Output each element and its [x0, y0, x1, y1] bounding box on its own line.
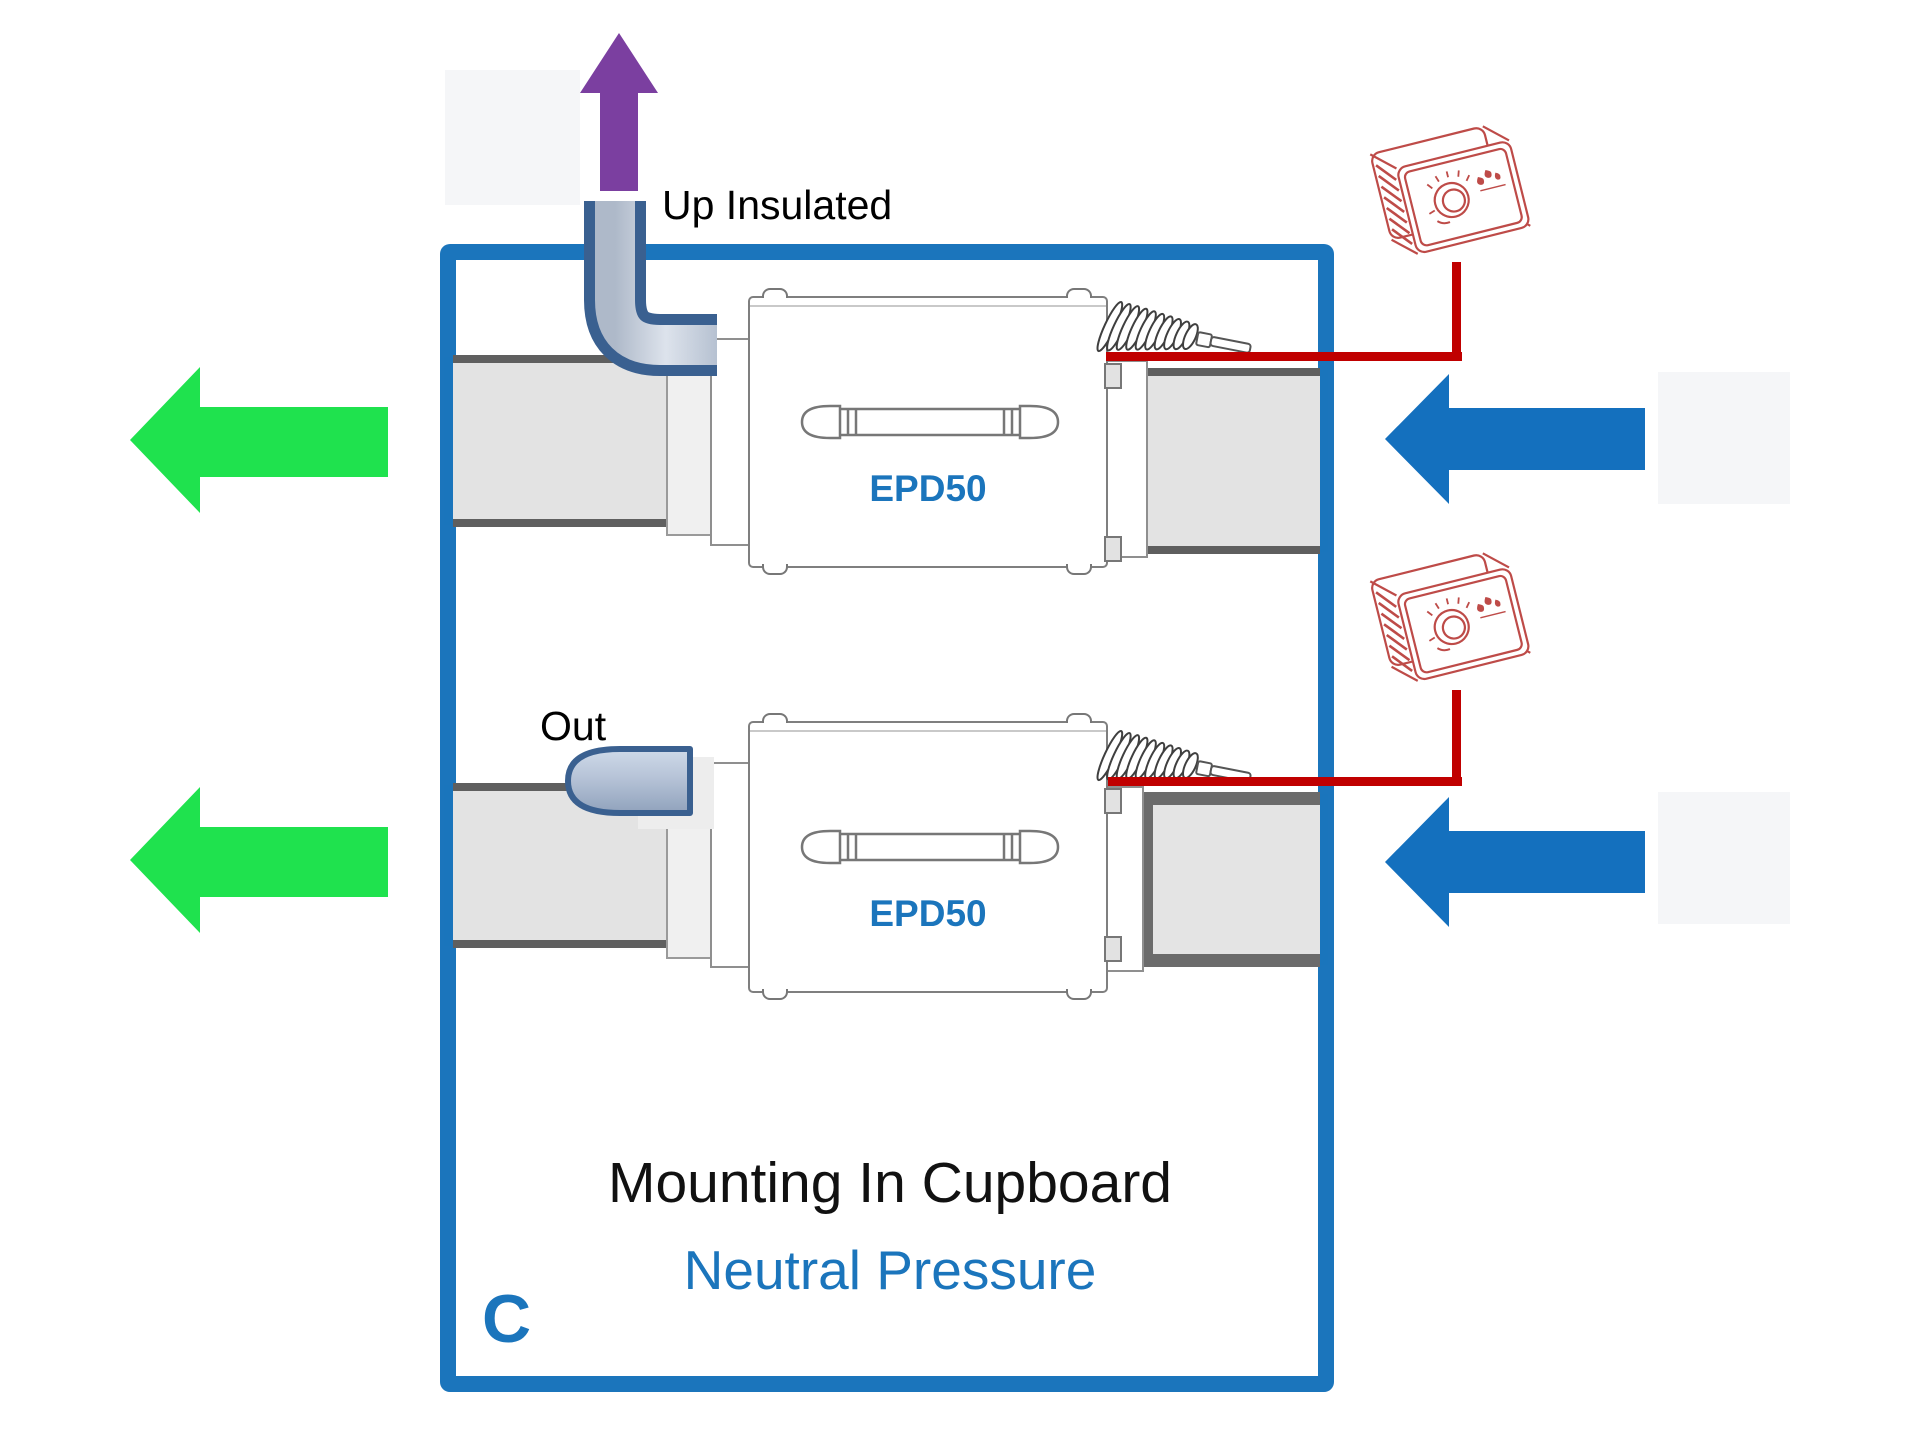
- moisture-drops-blue-icon: [1658, 372, 1790, 504]
- controller-wire: [1108, 777, 1462, 786]
- wall-crossing-line: [1320, 370, 1328, 552]
- diagram-subtitle: Neutral Pressure: [683, 1239, 1097, 1301]
- diagram-corner-letter: C: [482, 1281, 532, 1357]
- unit-carry-handle: [800, 829, 1060, 865]
- wall-crossing-line: [444, 785, 452, 946]
- insulated-elbow-duct: [584, 201, 717, 376]
- unit-foot: [762, 564, 788, 575]
- unit-model-label: EPD50: [869, 893, 987, 934]
- humidistat-controller-icon: [1368, 546, 1532, 688]
- diagram-title: Mounting In Cupboard: [607, 1151, 1173, 1215]
- wall-crossing-line: [1320, 794, 1328, 965]
- lower-right-duct: [1140, 792, 1320, 967]
- controller-wire: [1452, 690, 1461, 782]
- wall-crossing-line: [444, 357, 452, 525]
- upper-unit-right-flange: [1106, 360, 1148, 558]
- unit-carry-handle: [800, 404, 1060, 440]
- dry-air-out-arrow-upper: [130, 367, 388, 513]
- unit-model-label: EPD50: [869, 468, 987, 509]
- unit-foot: [1066, 989, 1092, 1000]
- up-insulated-label: Up Insulated: [662, 182, 893, 228]
- unit-lid-seam: [750, 305, 1106, 307]
- upper-unit-port-stub: [1104, 363, 1122, 389]
- unit-foot: [762, 989, 788, 1000]
- unit-foot: [1066, 564, 1092, 575]
- unit-top-tab: [762, 713, 788, 723]
- unit-top-tab: [1066, 288, 1092, 298]
- unit-lid-seam: [750, 730, 1106, 732]
- lower-unit-left-flange: [710, 762, 750, 968]
- humidistat-controller-icon: [1368, 119, 1532, 261]
- lower-unit-port-stub: [1104, 936, 1122, 962]
- exhaust-up-arrow: [580, 33, 658, 191]
- outlet-cap: [565, 746, 693, 816]
- moist-air-in-arrow-lower: [1385, 797, 1645, 927]
- moisture-drops-purple-icon: [445, 70, 580, 205]
- out-label: Out: [540, 703, 607, 749]
- upper-right-duct: [1145, 368, 1320, 554]
- controller-wire: [1452, 262, 1461, 357]
- lower-unit-port-stub: [1104, 788, 1122, 814]
- upper-unit-port-stub: [1104, 536, 1122, 562]
- unit-top-tab: [762, 288, 788, 298]
- controller-wire: [1106, 352, 1462, 361]
- dry-air-out-arrow-lower: [130, 787, 388, 933]
- unit-top-tab: [1066, 713, 1092, 723]
- moist-air-in-arrow-upper: [1385, 374, 1645, 504]
- moisture-drops-blue-icon: [1658, 792, 1790, 924]
